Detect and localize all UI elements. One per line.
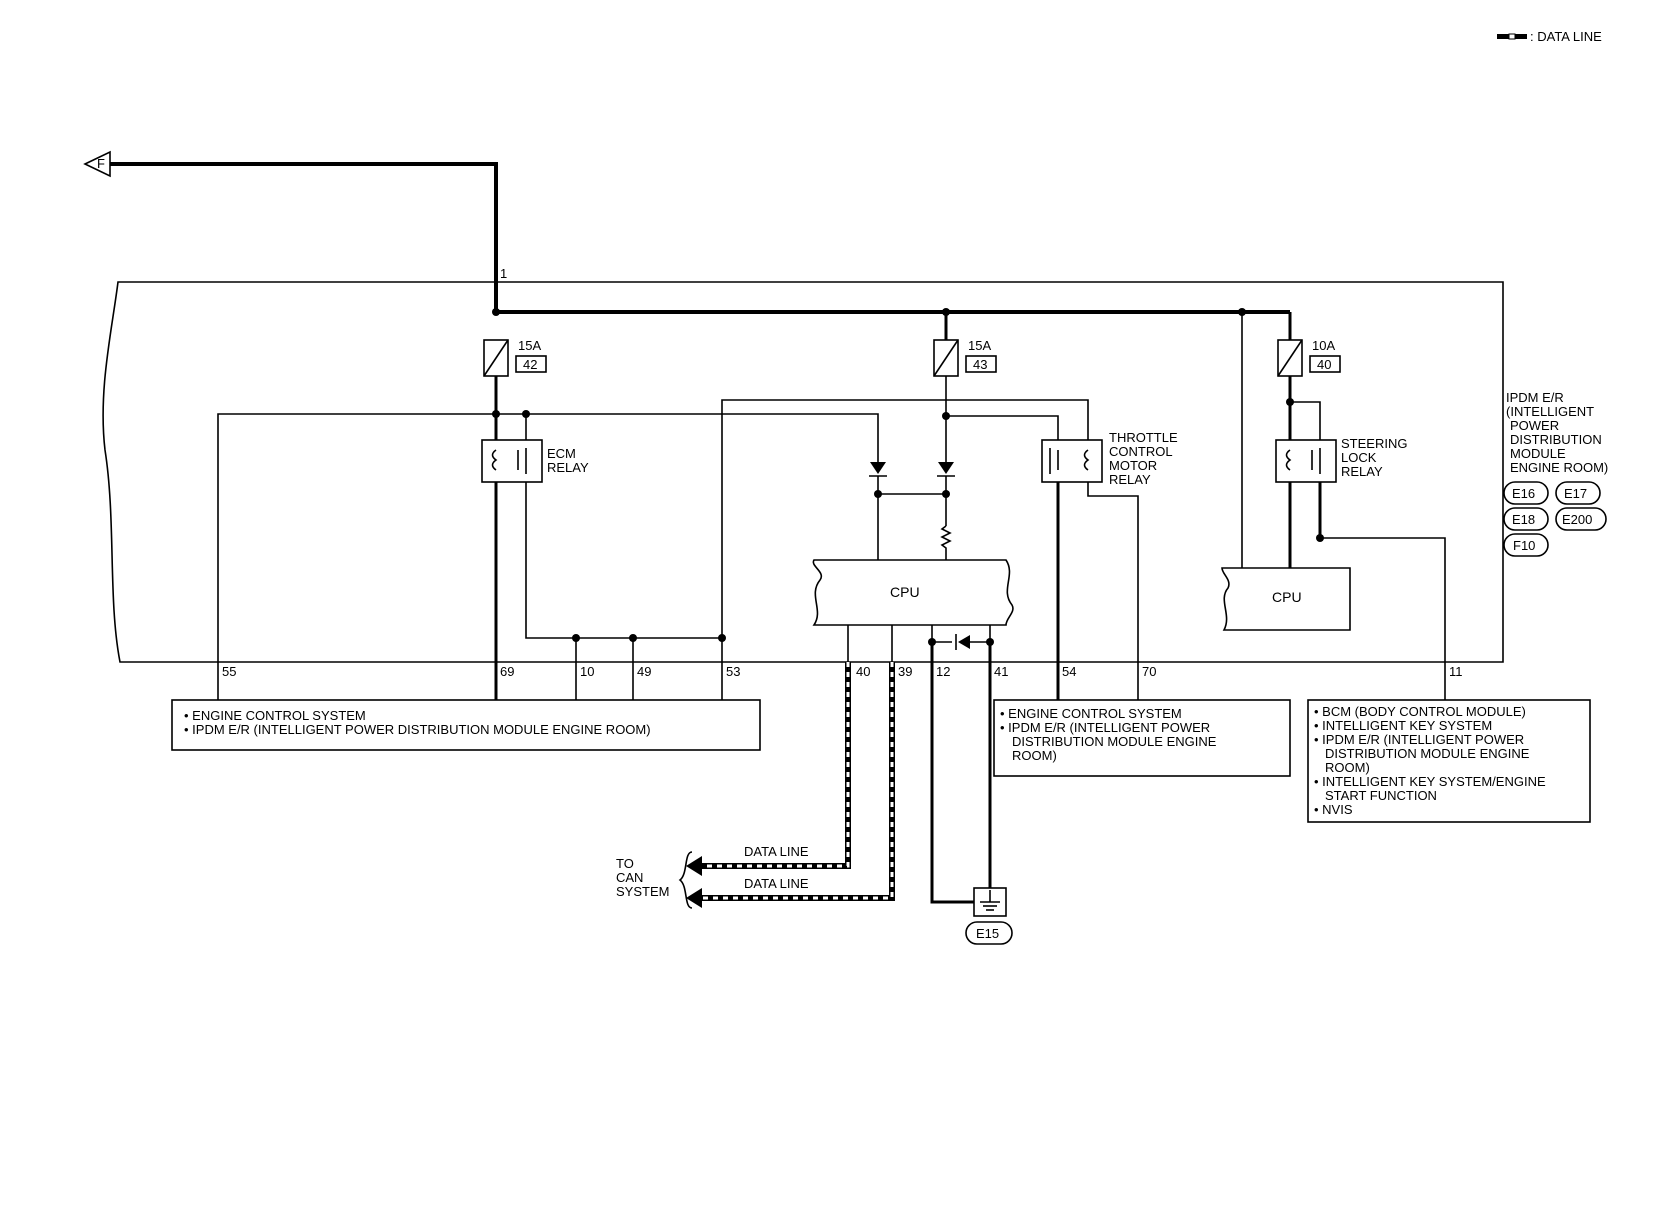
- connector-e16: E16: [1512, 486, 1535, 501]
- terminal-55: 55: [222, 664, 236, 679]
- diode-a: [869, 462, 887, 477]
- terminal-53: 53: [726, 664, 740, 679]
- cpu-1-label: CPU: [890, 584, 920, 600]
- cpu-2-label: CPU: [1272, 589, 1302, 605]
- steering-relay-label-1: STEERING: [1341, 436, 1407, 451]
- legend: : DATA LINE: [1497, 29, 1602, 44]
- ecm-relay: ECM RELAY: [481, 439, 589, 483]
- can-data-line-low: [686, 662, 895, 908]
- throttle-relay-label-4: RELAY: [1109, 472, 1151, 487]
- terminal-41: 41: [994, 664, 1008, 679]
- ground-symbol: [973, 887, 1007, 917]
- terminal-54: 54: [1062, 664, 1076, 679]
- destination-box-3-line-7: START FUNCTION: [1325, 788, 1437, 803]
- destination-box-3-line-5: ROOM): [1325, 760, 1370, 775]
- ground-diode: [955, 634, 970, 650]
- connector-e200: E200: [1562, 512, 1592, 527]
- fuse-42: 15A 42: [483, 338, 547, 377]
- ground-label: E15: [976, 926, 999, 941]
- terminal-11: 11: [1449, 664, 1463, 679]
- throttle-relay-label-3: MOTOR: [1109, 458, 1157, 473]
- fuse-43: 15A 43: [933, 338, 997, 377]
- module-title-line-2: (INTELLIGENT: [1506, 404, 1594, 419]
- terminal-39: 39: [898, 664, 912, 679]
- module-title-line-4: DISTRIBUTION: [1510, 432, 1602, 447]
- steering-relay-label-3: RELAY: [1341, 464, 1383, 479]
- cpu-2: CPU: [1221, 567, 1351, 631]
- destination-box-3-line-1: • BCM (BODY CONTROL MODULE): [1314, 704, 1526, 719]
- ecm-relay-label-1: ECM: [547, 446, 576, 461]
- destination-box-2: • ENGINE CONTROL SYSTEM • IPDM E/R (INTE…: [993, 699, 1291, 777]
- ground-connector-e15: E15: [965, 921, 1013, 945]
- module-connectors: E16 E17 E18 E200 F10: [1503, 481, 1607, 557]
- throttle-relay-label-1: THROTTLE: [1109, 430, 1178, 445]
- cpu-1: CPU: [812, 559, 1014, 626]
- can-label-3: SYSTEM: [616, 884, 669, 899]
- module-title-line-1: IPDM E/R: [1506, 390, 1564, 405]
- destination-box-3-line-8: • NVIS: [1314, 802, 1353, 817]
- destination-box-2-line-4: ROOM): [1012, 748, 1057, 763]
- destination-box-3-line-6: • INTELLIGENT KEY SYSTEM/ENGINE: [1314, 774, 1546, 789]
- can-label-2: CAN: [616, 870, 643, 885]
- terminal-12: 12: [936, 664, 950, 679]
- terminal-10: 10: [580, 664, 594, 679]
- destination-box-2-line-2: • IPDM E/R (INTELLIGENT POWER: [1000, 720, 1210, 735]
- fuse-43-number: 43: [973, 357, 987, 372]
- fuse-43-rating: 15A: [968, 338, 991, 353]
- diode-b: [937, 462, 955, 477]
- module-title-line-6: ENGINE ROOM): [1510, 460, 1608, 475]
- throttle-control-motor-relay: THROTTLE CONTROL MOTOR RELAY: [1041, 430, 1178, 487]
- connector-flag-label: F: [97, 156, 105, 171]
- terminal-70: 70: [1142, 664, 1156, 679]
- module-outline: [102, 281, 1504, 663]
- destination-box-3-line-2: • INTELLIGENT KEY SYSTEM: [1314, 718, 1492, 733]
- fuse-42-rating: 15A: [518, 338, 541, 353]
- fuse-42-number: 42: [523, 357, 537, 372]
- legend-label: : DATA LINE: [1530, 29, 1602, 44]
- ecm-relay-label-2: RELAY: [547, 460, 589, 475]
- connector-f10: F10: [1513, 538, 1535, 553]
- destination-box-2-line-1: • ENGINE CONTROL SYSTEM: [1000, 706, 1182, 721]
- data-line-label-1: DATA LINE: [744, 844, 809, 859]
- destination-box-1: • ENGINE CONTROL SYSTEM • IPDM E/R (INTE…: [171, 699, 761, 751]
- connector-e18: E18: [1512, 512, 1535, 527]
- destination-box-3-line-3: • IPDM E/R (INTELLIGENT POWER: [1314, 732, 1524, 747]
- terminal-49: 49: [637, 664, 651, 679]
- fuse-40: 10A 40: [1277, 338, 1341, 377]
- destination-box-1-line-1: • ENGINE CONTROL SYSTEM: [184, 708, 366, 723]
- terminal-1: 1: [500, 266, 507, 281]
- data-line-label-2: DATA LINE: [744, 876, 809, 891]
- destination-box-3: • BCM (BODY CONTROL MODULE) • INTELLIGEN…: [1307, 699, 1591, 823]
- can-bracket: [678, 851, 693, 909]
- destination-box-1-line-2: • IPDM E/R (INTELLIGENT POWER DISTRIBUTI…: [184, 722, 651, 737]
- throttle-relay-label-2: CONTROL: [1109, 444, 1173, 459]
- destination-box-3-line-4: DISTRIBUTION MODULE ENGINE: [1325, 746, 1530, 761]
- module-title-line-5: MODULE: [1510, 446, 1566, 461]
- resistor: [940, 525, 952, 560]
- connector-flag: F: [83, 150, 111, 178]
- destination-box-2-line-3: DISTRIBUTION MODULE ENGINE: [1012, 734, 1217, 749]
- steering-relay-label-2: LOCK: [1341, 450, 1377, 465]
- fuse-40-rating: 10A: [1312, 338, 1335, 353]
- battery-feed-wire: [110, 162, 498, 312]
- fuse-40-number: 40: [1317, 357, 1331, 372]
- module-title-line-3: POWER: [1510, 418, 1559, 433]
- connector-e17: E17: [1564, 486, 1587, 501]
- module-title: IPDM E/R (INTELLIGENT POWER DISTRIBUTION…: [1506, 390, 1608, 475]
- steering-lock-relay: STEERING LOCK RELAY: [1275, 436, 1407, 483]
- terminal-69: 69: [500, 664, 514, 679]
- terminal-40: 40: [856, 664, 870, 679]
- can-label-1: TO: [616, 856, 634, 871]
- can-data-line-high: [686, 662, 851, 876]
